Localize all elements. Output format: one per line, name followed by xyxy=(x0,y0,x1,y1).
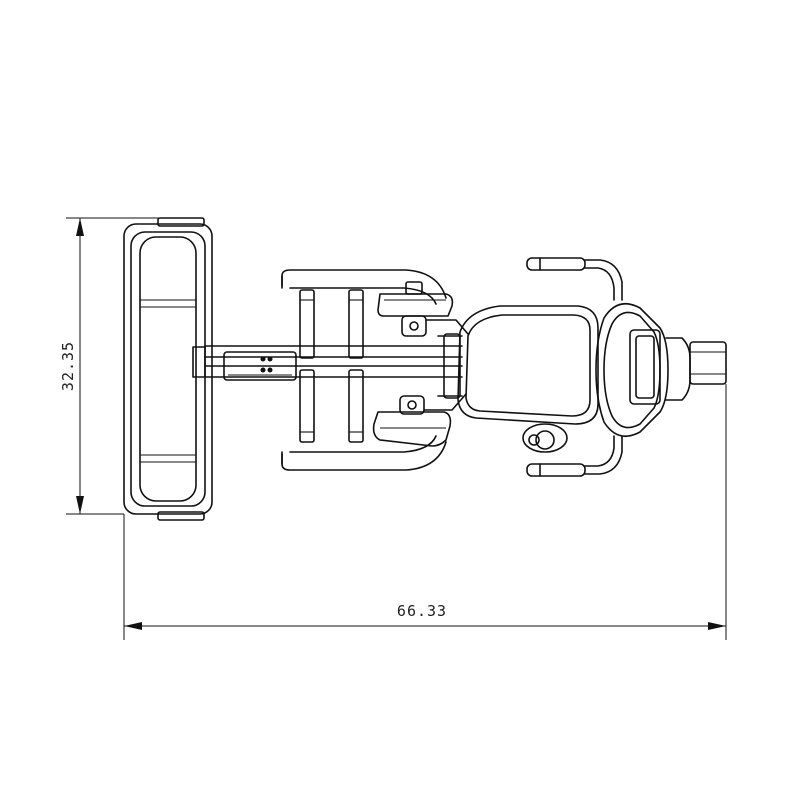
seat xyxy=(437,305,599,425)
lower-adjustment-handle xyxy=(372,393,467,447)
upper-hand-grip xyxy=(526,257,623,301)
upper-adjustment-handle xyxy=(377,281,469,337)
height-dimension: 32.35 xyxy=(59,217,160,515)
upper-pad-frame xyxy=(281,269,447,359)
foot-platform xyxy=(123,217,213,521)
height-dimension-label: 32.35 xyxy=(59,341,77,391)
lower-hand-grip xyxy=(526,435,623,477)
lower-pad-frame xyxy=(281,369,447,471)
length-dimension-label: 66.33 xyxy=(397,602,447,620)
adjustment-knob xyxy=(522,423,568,453)
length-dimension: 66.33 xyxy=(123,384,727,640)
back-pad xyxy=(595,302,669,438)
rear-post xyxy=(665,337,727,401)
main-rail xyxy=(192,345,463,381)
